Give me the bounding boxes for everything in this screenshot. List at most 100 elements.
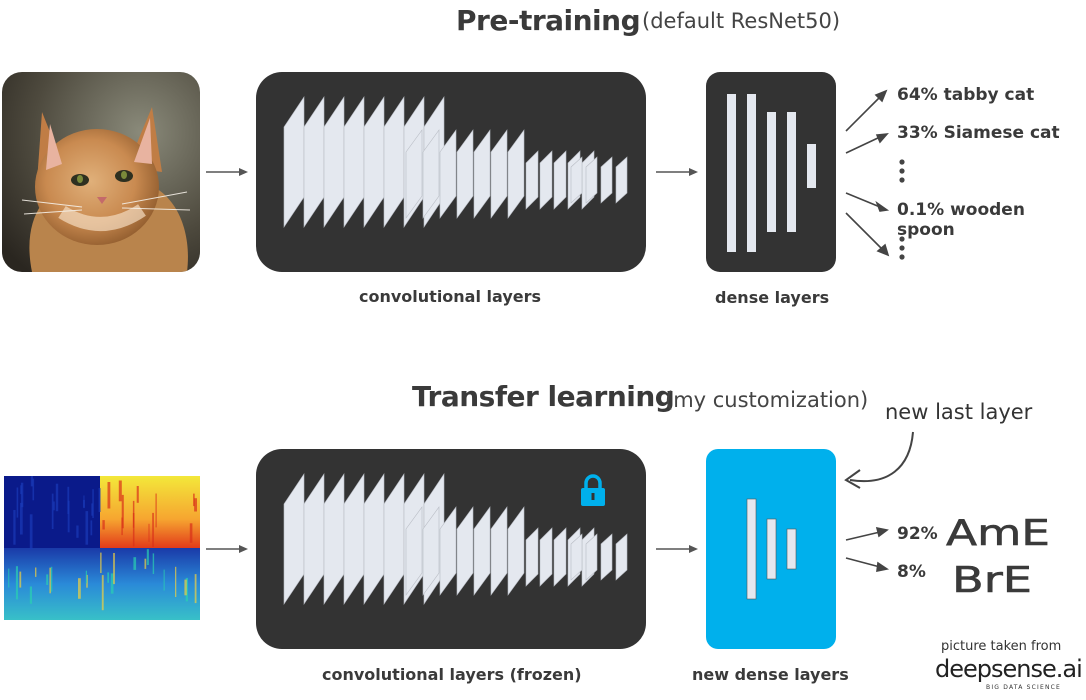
conv-layers-label: convolutional layers: [359, 287, 542, 306]
spectrogram-streak: [8, 568, 10, 588]
conv-layer-plane: [383, 96, 405, 228]
output-arrows: [845, 89, 890, 257]
conv-layer-plane: [363, 96, 385, 228]
spectrogram-streak: [13, 510, 16, 545]
dense-layers-label: dense layers: [715, 288, 830, 307]
spectrogram-streak: [194, 498, 197, 512]
spectrogram-streak: [133, 557, 137, 570]
spectrogram-streak: [67, 486, 70, 514]
spectrogram-streak: [107, 572, 110, 583]
conv-layer-plane: [383, 473, 405, 605]
new-dense-layers-box: [706, 449, 836, 649]
conv-layer-plane: [525, 150, 539, 210]
dense-layers-bars: [727, 94, 816, 252]
spectrogram-streak: [15, 566, 18, 600]
conv-layer-plane: [405, 129, 423, 219]
conv-layer-plane: [585, 533, 598, 581]
ellipsis-icon: [899, 236, 905, 260]
output-label: 0.1% wooden spoon: [897, 200, 1025, 240]
conv-layer-plane: [439, 506, 457, 596]
credit-text: picture taken from: [941, 639, 1062, 654]
conv-layer-plane: [507, 506, 525, 596]
spectrogram-streak: [35, 567, 37, 577]
spectrogram-streak: [121, 517, 123, 536]
spectrogram-streak: [184, 579, 187, 596]
conv-layer-plane: [553, 527, 567, 587]
conv-layer-plane: [553, 150, 567, 210]
spectrogram-streak: [185, 577, 188, 602]
conv-layer-plane: [600, 156, 613, 204]
curved-arrow-icon: [844, 431, 914, 489]
spectrogram-streak: [90, 520, 93, 536]
new-dense-layers-bars: [746, 498, 797, 600]
spectrogram-streak: [30, 476, 33, 487]
spectrogram-streak: [19, 571, 22, 588]
class-label: BrE: [952, 560, 1032, 601]
conv-layer-plane: [615, 533, 628, 581]
output-arrows: [845, 526, 890, 573]
spectrogram-streak: [121, 494, 124, 529]
spectrogram-streak: [83, 495, 85, 508]
conv-layer-plane: [303, 473, 325, 605]
pretraining-subtitle: (default ResNet50): [642, 9, 841, 33]
spectrogram-streak: [107, 482, 111, 509]
spectrogram-streak: [67, 500, 70, 533]
conv-layer-plane: [539, 150, 553, 210]
conv-layer-plane: [456, 129, 474, 219]
conv-layers-stack: [283, 96, 628, 228]
spectrogram-streak: [29, 586, 32, 604]
conv-layers-stack: [283, 473, 628, 605]
dense-layers-box: [706, 72, 836, 272]
spectrogram-streak: [110, 573, 114, 594]
transfer-subtitle: (my customization): [665, 388, 869, 412]
spectrogram-streak: [20, 502, 23, 535]
spectrogram-streak: [100, 552, 102, 573]
spectrogram-streak: [113, 553, 115, 585]
conv-layer-plane: [473, 129, 491, 219]
conv-layer-plane: [525, 527, 539, 587]
spectrogram-image: [4, 476, 200, 620]
conv-layer-plane: [507, 129, 525, 219]
conv-layer-plane: [585, 156, 598, 204]
spectrogram-streak: [163, 569, 165, 591]
spectrogram-streak: [50, 566, 53, 592]
handwritten-classes: AmE BrE: [946, 513, 1051, 602]
conv-layer-plane: [422, 129, 440, 219]
spectrogram-streak: [91, 503, 93, 516]
frozen-conv-layers-box: [256, 449, 646, 649]
conv-layer-plane: [570, 533, 583, 581]
spectrogram-streak: [51, 493, 54, 529]
conv-layer-plane: [323, 96, 345, 228]
spectrogram-streak: [136, 486, 139, 503]
new-last-layer-annotation: new last layer: [885, 400, 1033, 424]
conv-layer-plane: [615, 156, 628, 204]
conv-layer-plane: [473, 506, 491, 596]
spectrogram-streak: [49, 567, 51, 594]
spectrogram-streak: [155, 493, 157, 528]
spectrogram-streak: [102, 520, 105, 530]
new-dense-layers-label: new dense layers: [692, 665, 849, 684]
conv-layer-plane: [323, 473, 345, 605]
spectrogram-streak: [193, 493, 195, 507]
spectrogram-streak: [78, 578, 81, 599]
conv-layer-plane: [600, 533, 613, 581]
spectrogram-streak: [189, 523, 193, 543]
arrow-icon: [656, 545, 698, 553]
frozen-conv-layers-label: convolutional layers (frozen): [322, 665, 582, 684]
brand-tagline: BIG DATA SCIENCE: [986, 684, 1062, 691]
pretraining-title: Pre-training: [456, 4, 641, 37]
spectrogram-streak: [32, 478, 35, 501]
spectrogram-streak: [152, 512, 154, 547]
spectrogram-streak: [101, 575, 104, 611]
spectrogram-streak: [92, 489, 94, 518]
spectrogram-streak: [132, 513, 135, 547]
brand-name: deepsense.ai: [935, 655, 1083, 683]
conv-layer-plane: [343, 96, 365, 228]
transfer-title: Transfer learning: [412, 380, 675, 413]
class-label: AmE: [946, 513, 1050, 554]
conv-layer-plane: [439, 129, 457, 219]
spectrogram-streak: [148, 523, 150, 542]
spectrogram-streak: [152, 553, 155, 574]
conv-layer-plane: [363, 473, 385, 605]
spectrogram-streak: [194, 574, 197, 604]
